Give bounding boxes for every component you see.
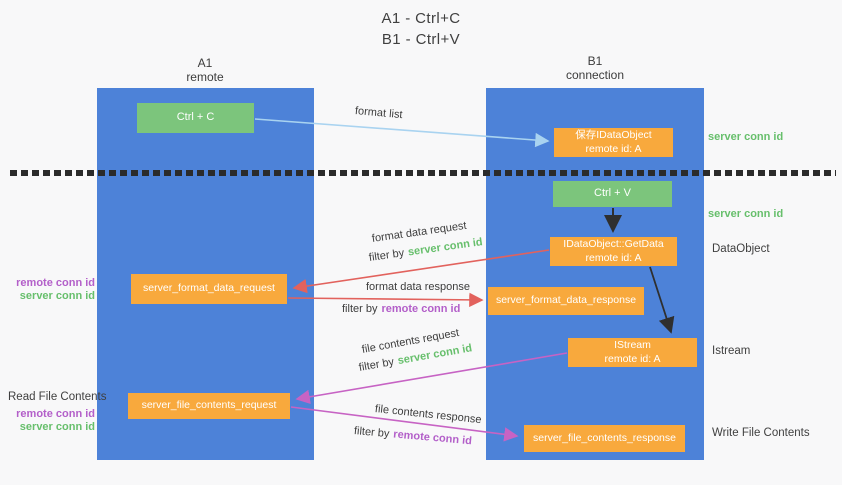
- lane-a1-role: remote: [186, 69, 224, 84]
- node-save-idataobject-line2: remote id: A: [585, 142, 642, 155]
- node-server-format-data-response: server_format_data_response: [488, 287, 644, 315]
- diagram-title-line2: B1 - Ctrl+V: [381, 31, 461, 48]
- lane-b1-role: connection: [565, 67, 625, 82]
- session-divider: [10, 170, 836, 176]
- annotation-server-conn-id-left-bottom: server conn id: [19, 421, 95, 433]
- node-file-request-label: server_file_contents_request: [141, 399, 277, 412]
- node-ctrl-c-label: Ctrl + C: [176, 111, 215, 124]
- node-idataobject-getdata: IDataObject::GetData remote id: A: [550, 237, 677, 266]
- node-save-idataobject-line1: 保存IDataObject: [575, 129, 652, 142]
- node-getdata-line2: remote id: A: [585, 251, 642, 264]
- annotation-server-conn-id-top: server conn id: [708, 131, 784, 143]
- node-ctrl-v-label: Ctrl + V: [594, 187, 631, 200]
- arrow-format-data-response: [287, 292, 484, 308]
- annotation-write-file-contents: Write File Contents: [712, 427, 810, 439]
- annotation-server-conn-id-mid: server conn id: [708, 208, 784, 220]
- node-istream-line2: remote id: A: [604, 352, 661, 365]
- node-save-idataobject: 保存IDataObject remote id: A: [554, 128, 673, 157]
- annotation-dataobject: DataObject: [712, 243, 770, 255]
- lane-b1-name: B1: [587, 54, 603, 68]
- annotation-istream: Istream: [712, 345, 751, 357]
- annotation-remote-conn-id-top: remote conn id: [16, 277, 95, 289]
- lane-a1-name: A1: [197, 56, 213, 70]
- node-ctrl-c: Ctrl + C: [137, 103, 254, 133]
- node-ctrl-v: Ctrl + V: [553, 181, 672, 207]
- lane-header-b1: B1 connection: [545, 54, 645, 83]
- node-format-request-label: server_format_data_request: [143, 282, 275, 295]
- annotation-server-conn-id-left-top: server conn id: [19, 290, 95, 302]
- node-getdata-line1: IDataObject::GetData: [563, 238, 664, 251]
- node-file-response-label: server_file_contents_response: [532, 431, 676, 444]
- lane-header-a1: A1 remote: [155, 56, 255, 85]
- annotation-read-file-contents: Read File Contents: [8, 391, 107, 403]
- edge-label-format-data-response: format data response: [366, 281, 470, 293]
- diagram-title: A1 - Ctrl+C B1 - Ctrl+V: [0, 8, 842, 50]
- node-format-response-label: server_format_data_response: [495, 294, 637, 307]
- edge-label-file-contents-response: file contents response: [374, 403, 483, 427]
- annotation-remote-conn-id-bottom: remote conn id: [16, 408, 95, 420]
- edge-label-format-list: format list: [354, 105, 404, 122]
- node-istream-line1: IStream: [614, 339, 651, 352]
- node-server-file-contents-request: server_file_contents_request: [128, 393, 290, 419]
- annotation-conn-ids-top: remote conn id server conn id: [0, 277, 95, 303]
- diagram-title-line1: A1 - Ctrl+C: [381, 10, 461, 27]
- node-istream: IStream remote id: A: [568, 338, 697, 367]
- node-server-file-contents-response: server_file_contents_response: [524, 425, 685, 452]
- annotation-conn-ids-bottom: remote conn id server conn id: [0, 408, 95, 434]
- node-server-format-data-request: server_format_data_request: [131, 274, 287, 304]
